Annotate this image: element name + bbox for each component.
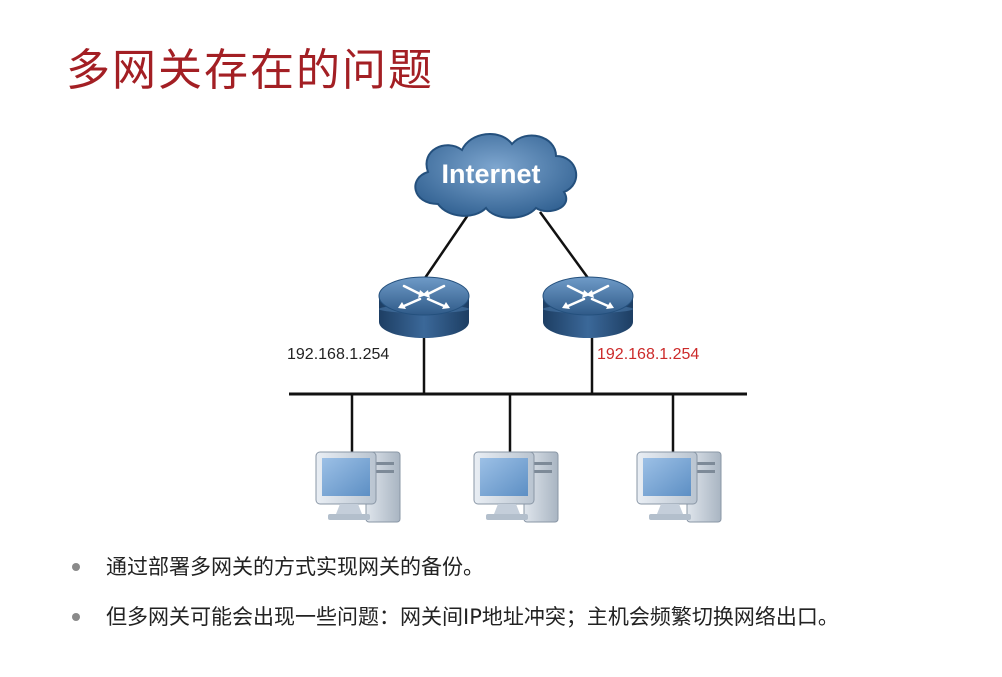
router-icon <box>378 276 470 338</box>
computer-icon <box>315 451 401 523</box>
cloud-label: Internet <box>441 159 540 189</box>
bullet-icon <box>72 613 80 621</box>
router-left-ip: 192.168.1.254 <box>287 346 390 363</box>
bullet-text: 但多网关可能会出现一些问题：网关间IP地址冲突；主机会频繁切换网络出口。 <box>106 605 839 629</box>
cloud-icon: Internet <box>414 132 578 219</box>
bullet-text: 通过部署多网关的方式实现网关的备份。 <box>106 555 484 579</box>
bullet-icon <box>72 563 80 571</box>
router-right-ip: 192.168.1.254 <box>597 346 700 363</box>
list-item: 但多网关可能会出现一些问题：网关间IP地址冲突；主机会频繁切换网络出口。 <box>72 595 972 639</box>
list-item: 通过部署多网关的方式实现网关的备份。 <box>72 545 972 589</box>
bullet-list: 通过部署多网关的方式实现网关的备份。 但多网关可能会出现一些问题：网关间IP地址… <box>72 545 972 639</box>
computer-icon <box>473 451 559 523</box>
link-internet-router-right <box>538 211 590 279</box>
page-title: 多网关存在的问题 <box>66 45 434 96</box>
link-internet-router-left <box>423 211 472 279</box>
computer-icon <box>636 451 722 523</box>
router-icon <box>542 276 634 338</box>
network-diagram: Internet <box>289 132 747 523</box>
